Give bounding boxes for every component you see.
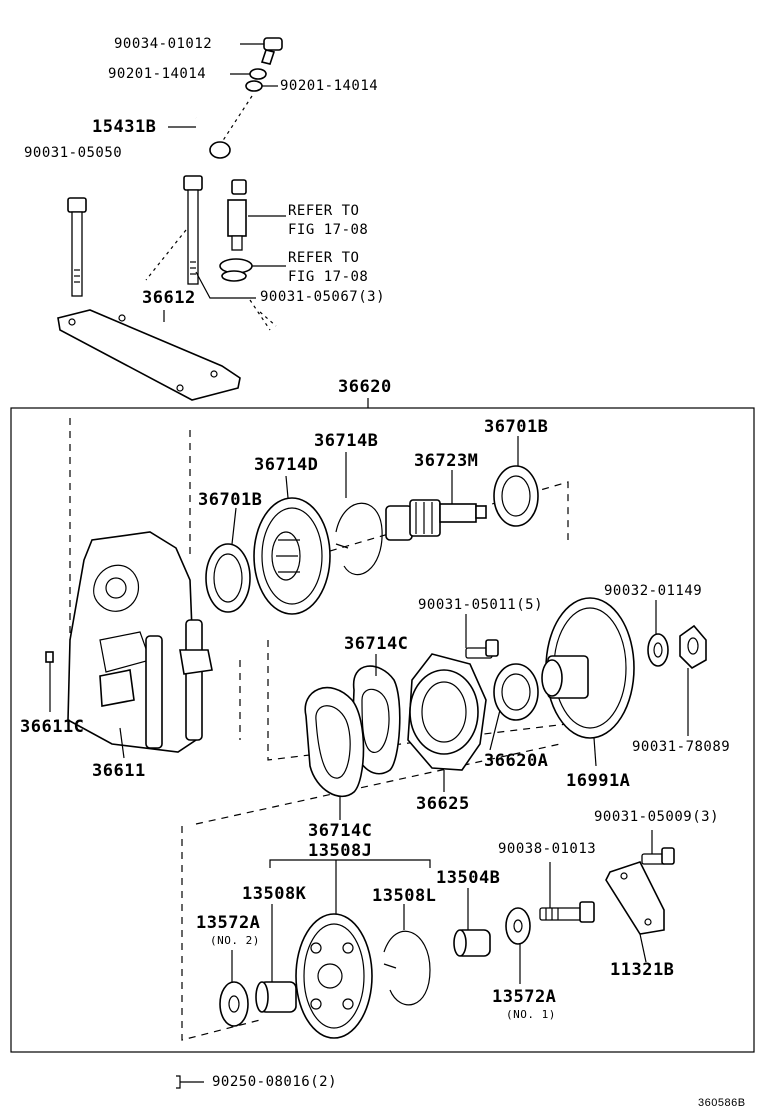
guide-box-1 — [229, 481, 569, 581]
clip-ring — [219, 258, 286, 282]
guide-line-top-2 — [145, 229, 187, 281]
label-90038-01013: 90038-01013 — [498, 841, 597, 857]
guide-line-mid — [195, 743, 561, 825]
snap-ring-13508l — [383, 904, 431, 1006]
washer-13572a-no1 — [505, 907, 531, 984]
label-refer-to-2: REFER TO — [288, 250, 360, 266]
bearing-36701b-left — [205, 507, 251, 613]
label-36714b: 36714B — [314, 431, 379, 451]
bolt-90038-01013 — [539, 862, 595, 923]
shaft-36723m — [385, 470, 487, 541]
label-36620a: 36620A — [484, 751, 549, 771]
washer-90201-14014-lower — [245, 80, 278, 92]
label-no1: (NO. 1) — [506, 1008, 556, 1021]
label-90032-01149: 90032-01149 — [604, 583, 703, 599]
label-90031-05067: 90031-05067(3) — [260, 289, 386, 305]
label-90031-78089: 90031-78089 — [632, 739, 731, 755]
housing-36611 — [67, 531, 213, 759]
bolt-90031-05067 — [183, 175, 256, 299]
cover-11321b — [605, 861, 665, 963]
label-36701b-left: 36701B — [198, 490, 263, 510]
label-36611c: 36611C — [20, 717, 85, 737]
label-13572a-left: 13572A — [196, 913, 261, 933]
plug-36611c — [45, 651, 54, 712]
label-15431b: 15431B — [92, 117, 157, 137]
spacer-13504b — [453, 888, 491, 957]
label-13508j: 13508J — [308, 841, 373, 861]
label-90031-05009: 90031-05009(3) — [594, 809, 720, 825]
label-36714c-bottom: 36714C — [308, 821, 373, 841]
bracket-13508j — [269, 859, 431, 868]
washer-90201-14014-upper — [230, 68, 267, 80]
diagram-id: 360586B — [698, 1097, 746, 1109]
label-36612: 36612 — [142, 288, 196, 308]
label-90250-08016: 90250-08016(2) — [212, 1074, 338, 1090]
guide-box-3 — [181, 826, 261, 1041]
retainer-36625 — [407, 653, 487, 792]
bearing-36620a — [489, 663, 539, 751]
label-36701b-top: 36701B — [484, 417, 549, 437]
label-13508l: 13508L — [372, 886, 437, 906]
label-16991a: 16991A — [566, 771, 631, 791]
guide-line-top-3 — [249, 299, 271, 331]
pulley-16991a — [541, 597, 635, 767]
bolt-90031-05011 — [465, 614, 499, 659]
label-fig-17-08-1: FIG 17-08 — [288, 222, 369, 238]
gear-13508j — [295, 913, 373, 1039]
bushing-13508k — [255, 904, 297, 1013]
bolt-90031-05009 — [641, 830, 675, 865]
label-36714d: 36714D — [254, 455, 319, 475]
washer-13572a-no2 — [219, 950, 249, 1027]
pin-symbol-90250-08016 — [176, 1075, 204, 1089]
label-90201-14014-upper: 90201-14014 — [108, 66, 207, 82]
nozzle-holder — [227, 199, 286, 251]
label-11321b: 11321B — [610, 960, 675, 980]
label-90031-05050: 90031-05050 — [24, 145, 123, 161]
pipe-15431b — [168, 108, 269, 195]
label-13572a-right: 13572A — [492, 987, 557, 1007]
gear-36714d — [253, 475, 331, 615]
washer-90032-01149 — [647, 600, 669, 667]
label-refer-to-1: REFER TO — [288, 203, 360, 219]
label-13508k: 13508K — [242, 884, 307, 904]
bearing-36701b-right — [493, 436, 539, 527]
guide-box-2 — [267, 640, 601, 761]
label-13504b: 13504B — [436, 868, 501, 888]
label-no2: (NO. 2) — [210, 934, 260, 947]
label-36723m: 36723M — [414, 451, 479, 471]
bolt-90034-01012 — [240, 37, 283, 65]
label-90031-05011: 90031-05011(5) — [418, 597, 544, 613]
gasket-36714c-lower — [304, 686, 365, 820]
label-36620: 36620 — [338, 377, 392, 397]
nut-90031-78089 — [679, 624, 707, 736]
label-36625: 36625 — [416, 794, 470, 814]
label-36611: 36611 — [92, 761, 146, 781]
bolt-90031-05050 — [67, 197, 87, 297]
label-36714c-top: 36714C — [344, 634, 409, 654]
label-90034-01012: 90034-01012 — [114, 36, 213, 52]
assembly-frame — [10, 407, 755, 1053]
snap-ring-36714b — [335, 452, 383, 576]
label-90201-14014-lower: 90201-14014 — [280, 78, 379, 94]
guide-line-top-1 — [221, 95, 253, 143]
label-fig-17-08-2: FIG 17-08 — [288, 269, 369, 285]
plate-36612 — [57, 309, 241, 401]
